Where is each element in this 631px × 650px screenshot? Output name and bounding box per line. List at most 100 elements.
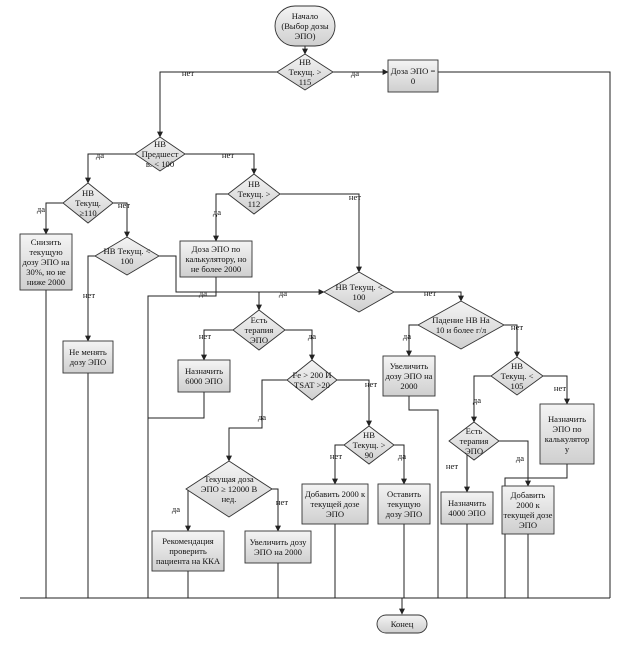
node-label-line: дозу ЭПО на — [386, 371, 433, 381]
edge-label-yes: да — [199, 288, 207, 298]
node-label-line: 105 — [511, 381, 524, 391]
node-label-line: Снизить — [31, 237, 62, 247]
process-box — [440, 491, 494, 525]
node-label-line: 2000 к — [516, 500, 540, 510]
node-label-line: Падение HB На — [432, 315, 490, 325]
edge-label-no: нет — [199, 331, 211, 341]
node-label-line: дозу ЭПО — [70, 357, 106, 367]
node-label-line: Доза ЭПО по — [192, 244, 241, 254]
node-label: HB Текущ. <100 — [104, 246, 151, 266]
node-label-line: Текущ. > — [353, 440, 386, 450]
node-label-line: ЭПО — [519, 520, 537, 530]
node-label-line: терапия — [460, 436, 489, 446]
edge-label-yes: да — [351, 68, 359, 78]
node-label-line: Рекомендация — [162, 536, 214, 546]
node-label-line: ≥110 — [79, 208, 96, 218]
edge-labels: да нет да нет да нет да нет нет да да нет нет да да нет… — [37, 68, 566, 514]
edge-label-yes: да — [473, 395, 481, 405]
edge-label-no: нет — [222, 150, 234, 160]
edge-label-no: нет — [83, 290, 95, 300]
decision-diamond — [448, 421, 500, 461]
edge-label-no: нет — [349, 192, 361, 202]
connector-line — [504, 464, 568, 598]
node-label-line: HB — [299, 57, 311, 67]
connector-line — [471, 375, 491, 423]
connector-line — [499, 440, 531, 487]
node-label-line: 90 — [365, 450, 374, 460]
decision-diamond — [62, 182, 114, 224]
node-label-line: Текущ. > — [289, 67, 322, 77]
decision-diamond — [417, 300, 505, 350]
decision-diamond — [94, 236, 160, 276]
node-label-line: Не менять — [69, 347, 107, 357]
node-label-line: текущей дозе — [311, 499, 360, 509]
node-label-line: HB — [82, 188, 94, 198]
connector-line — [406, 324, 418, 357]
node-label-line: ЭПО) — [295, 31, 316, 41]
node-label-line: ЭПО — [465, 446, 483, 456]
edge-label-yes: да — [96, 150, 104, 160]
process-box — [62, 340, 114, 374]
process-box — [179, 240, 253, 278]
node-label-line: нед. — [222, 494, 237, 504]
edge-label-yes: да — [279, 288, 287, 298]
edge-label-yes: да — [37, 204, 45, 214]
connector-line — [213, 193, 228, 242]
node-label-line: Текущ. > — [238, 189, 271, 199]
connector-line — [394, 444, 407, 485]
decision-diamond — [134, 136, 186, 172]
node-label: Доза ЭПО =0 — [391, 66, 436, 86]
node-label-line: HB Текущ. < — [104, 246, 151, 256]
connector-line — [147, 277, 217, 598]
decision-diamond — [343, 425, 395, 465]
node-label-line: Конец — [391, 619, 414, 629]
connector-line — [159, 255, 325, 295]
decision-diamond — [286, 359, 338, 401]
start-terminal — [274, 5, 336, 47]
node-label-line: HB — [248, 179, 260, 189]
node-label-line: ЭПО на 2000 — [254, 547, 302, 557]
node-label-line: калькулятор — [545, 434, 590, 444]
node-label-line: Добавить 2000 к — [305, 489, 366, 499]
edge-label-no: нет — [118, 200, 130, 210]
connector-line — [285, 329, 315, 361]
connector-line — [185, 153, 257, 175]
node-label-line: Fe > 200 И — [293, 370, 332, 380]
node-label-line: дозу ЭПО — [386, 509, 422, 519]
decision-diamond — [185, 460, 273, 518]
edge-label-no: нет — [182, 68, 194, 78]
edge-label-yes: да — [258, 412, 266, 422]
process-box — [19, 233, 73, 291]
edge-label-yes: да — [213, 207, 221, 217]
connector-line — [256, 291, 324, 311]
process-box — [539, 403, 595, 465]
node-label-line: ЭПО ≥ 12000 В — [201, 484, 258, 494]
connector-line — [337, 379, 372, 427]
connector-line — [113, 202, 130, 238]
node-label: HB Текущ. <100 — [336, 282, 383, 302]
edge-label-no: нет — [276, 497, 288, 507]
process-box — [244, 530, 312, 564]
node-label-line: в. < 100 — [146, 159, 174, 169]
connector-line — [280, 193, 362, 273]
connector-line — [157, 71, 277, 138]
node-label-line: Текущ. < — [501, 371, 534, 381]
edge-label-no: нет — [554, 383, 566, 393]
process-box — [387, 59, 439, 93]
edge-label-yes: да — [516, 453, 524, 463]
node-label-line: Добавить — [511, 490, 546, 500]
node-label-line: 10 и более г/л — [436, 325, 487, 335]
connector-line — [543, 375, 570, 405]
edge-label-no: нет — [424, 288, 436, 298]
connector-line — [43, 202, 63, 235]
process-box — [301, 483, 369, 525]
node-label-line: текущей дозе — [504, 510, 553, 520]
node-label-line: ЭПО — [326, 509, 344, 519]
